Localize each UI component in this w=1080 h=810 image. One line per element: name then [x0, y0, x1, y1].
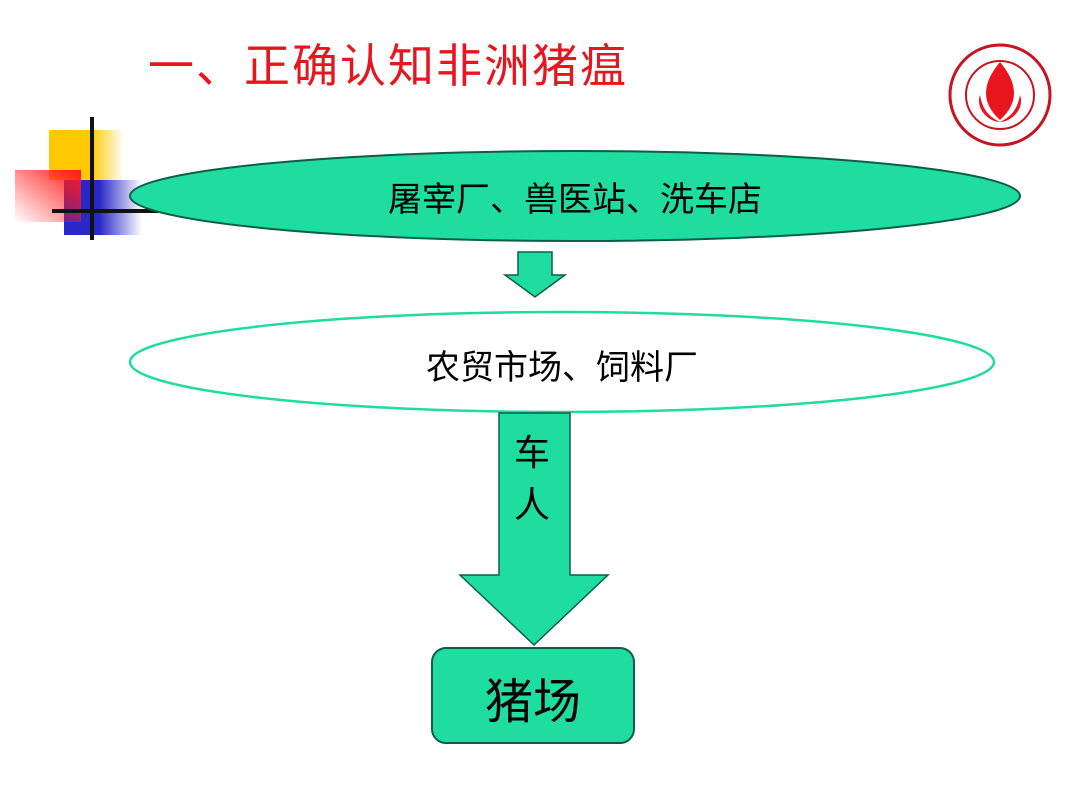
intermediate-ellipse	[128, 310, 996, 414]
corner-decoration	[15, 117, 165, 240]
page-title: 一、正确认知非洲猪瘟	[148, 39, 628, 93]
arrow-label-people: 人	[514, 485, 551, 526]
destination-box	[431, 647, 635, 744]
university-logo	[948, 43, 1052, 147]
intermediate-label: 农贸市场、饲料厂	[426, 348, 698, 388]
source-ellipse	[129, 150, 1021, 242]
source-label: 屠宰厂、兽医站、洗车店	[388, 180, 762, 220]
large-down-arrow	[458, 412, 610, 647]
arrow-label-vehicle: 车	[514, 433, 551, 474]
destination-label: 猪场	[484, 674, 581, 730]
small-down-arrow	[502, 251, 568, 298]
